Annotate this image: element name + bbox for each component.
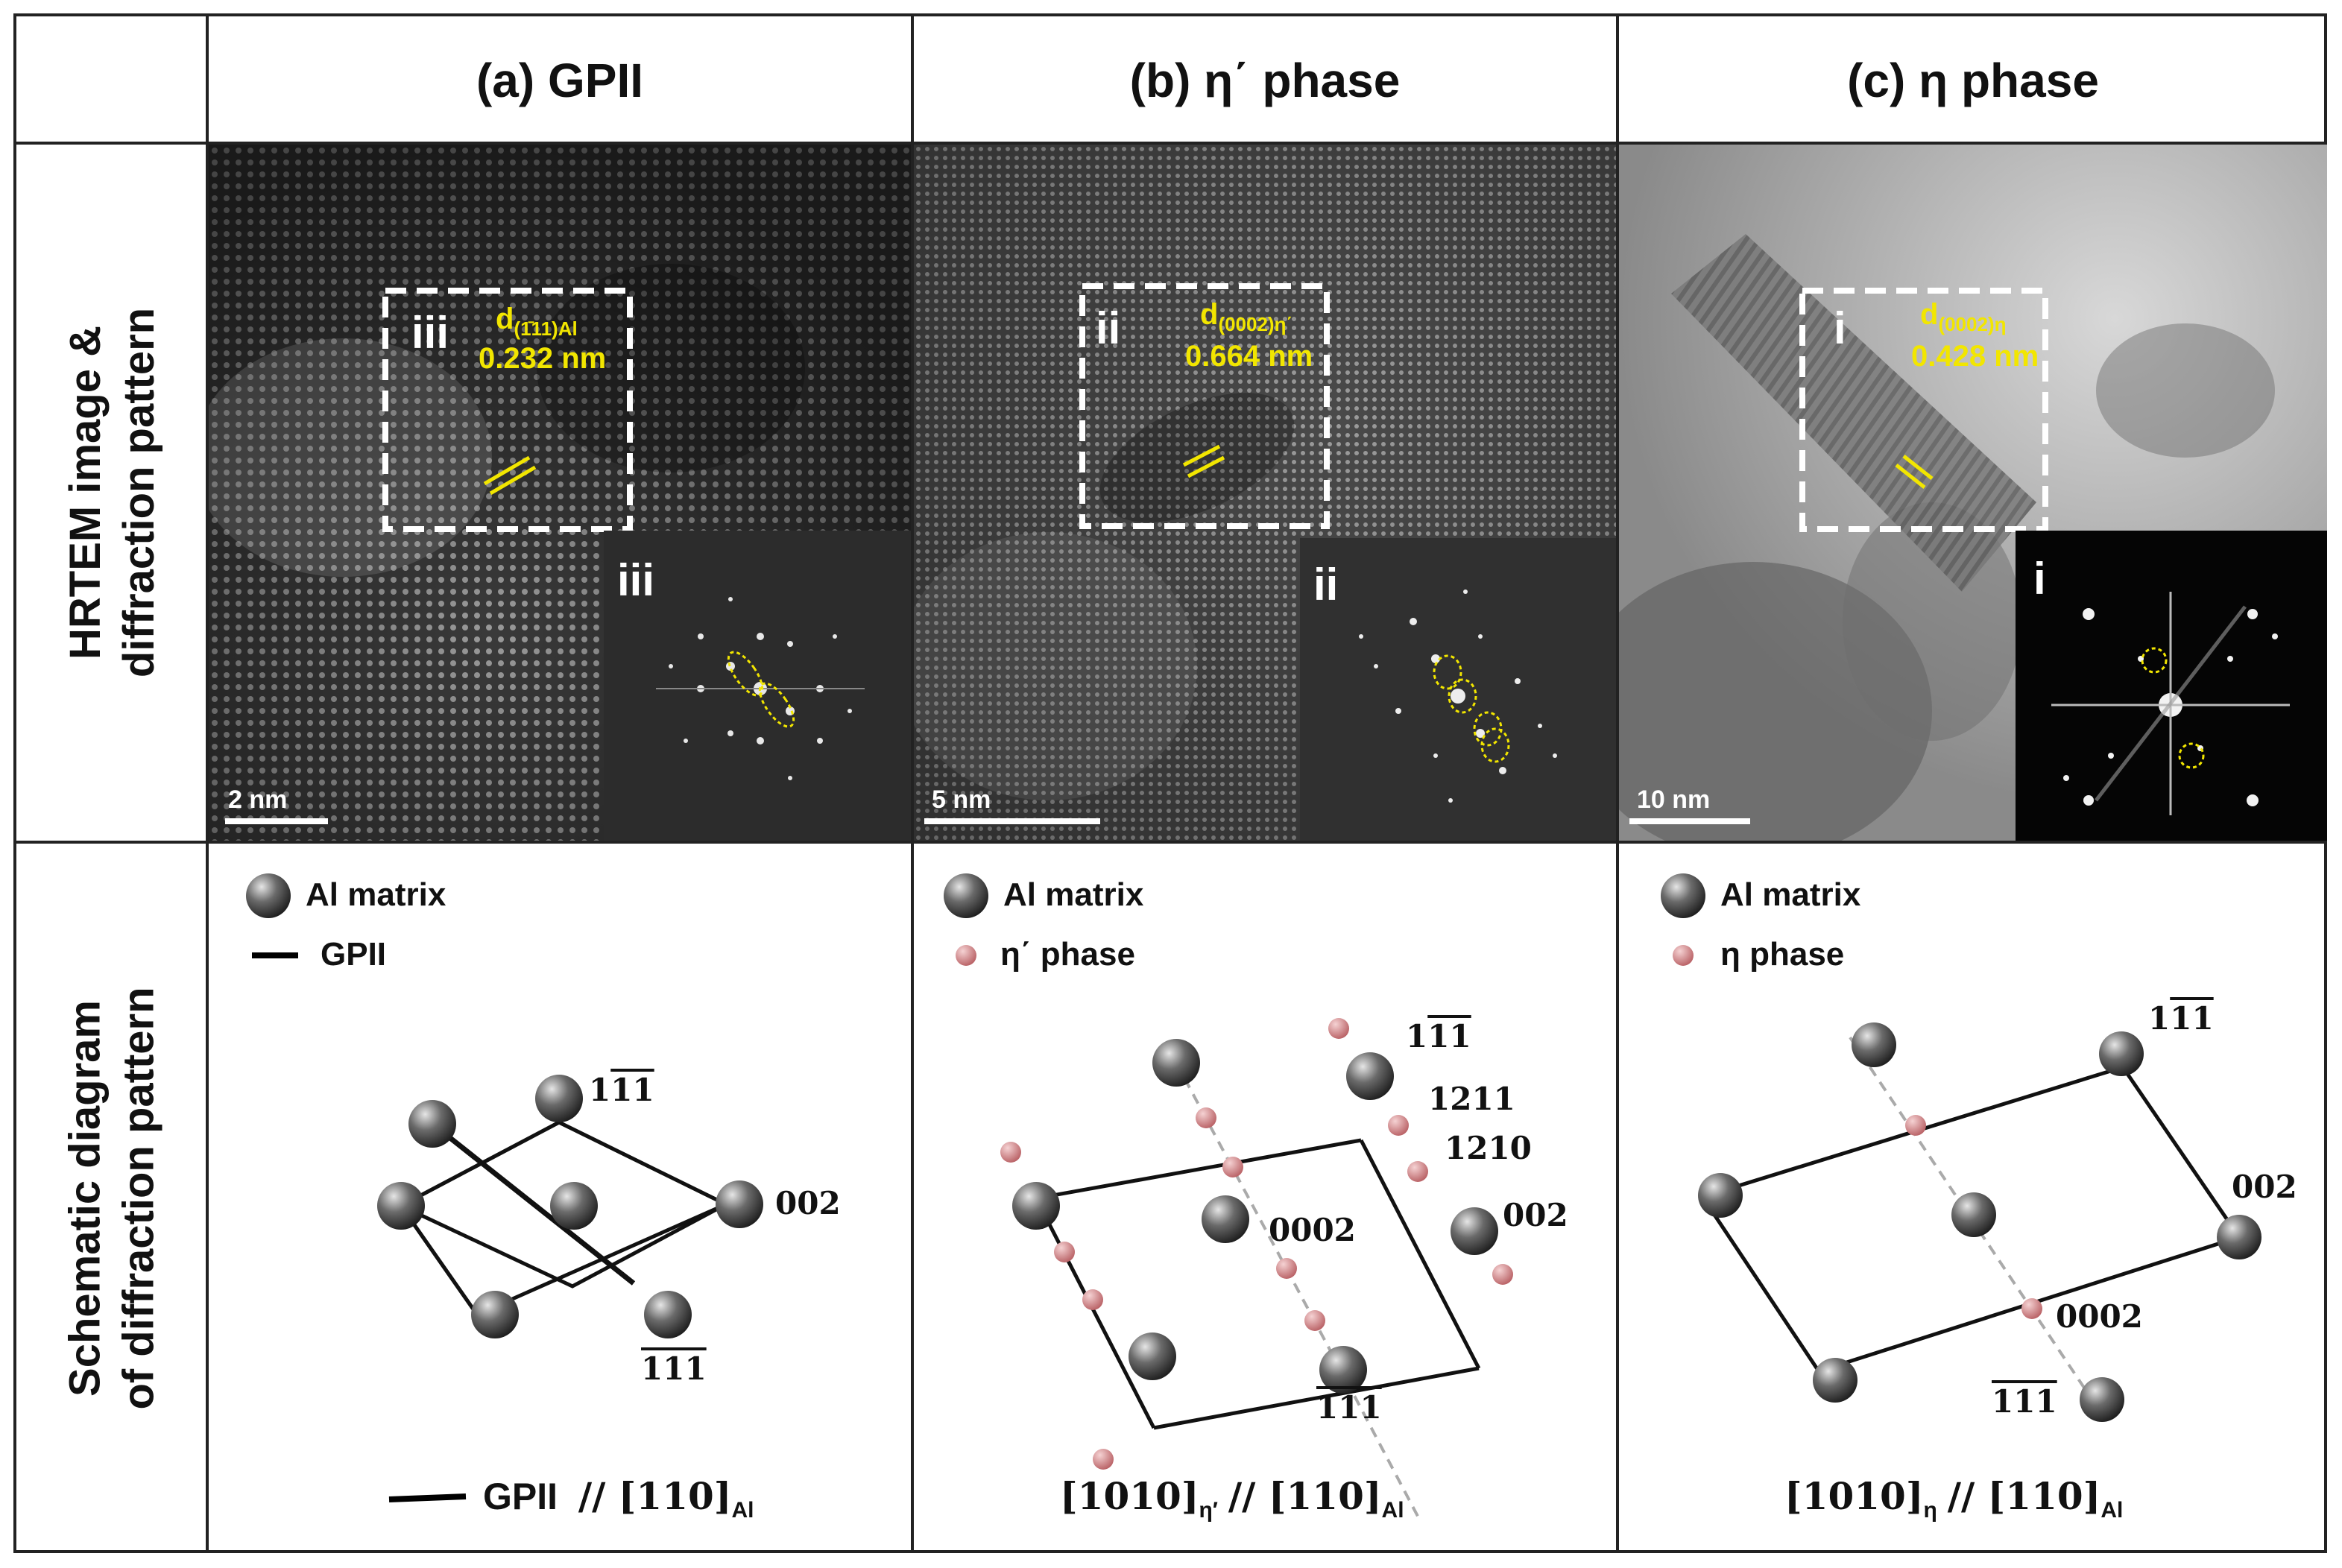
index-label-002: 002 xyxy=(1503,1197,1568,1233)
hrtem-image-a: iii d(1̄11)Al 0.232 nm iii 2 nm xyxy=(209,145,911,841)
grid-divider xyxy=(206,16,209,1550)
grid-divider xyxy=(16,841,2324,844)
fft-label-c: i xyxy=(2033,554,2046,604)
hrtem-image-c: i d(0002)η 0.428 nm i 10 nm xyxy=(1619,145,2327,841)
index-label-1m11: 111 xyxy=(589,1072,654,1108)
fft-label-a: iii xyxy=(617,555,655,605)
index-label-0002: 0002 xyxy=(1269,1212,1356,1248)
index-label-0002: 0002 xyxy=(2056,1298,2143,1335)
row-label-schematic: Schematic diagram of diffraction pattern xyxy=(16,844,209,1553)
legend-atom-icon xyxy=(246,873,291,918)
hrtem-image-b: ii d(0002)η΄ 0.664 nm ii 5 nm xyxy=(914,145,1616,841)
index-label-12m11m: 1211 xyxy=(1428,1081,1515,1117)
index-label-1m11: 111 xyxy=(2148,1000,2214,1037)
caption-b: [1010]η′ // [110]Al xyxy=(1060,1474,1404,1523)
column-header-c: (c) η phase xyxy=(1847,54,2099,107)
legend-phase-icon xyxy=(956,945,976,966)
grid-divider xyxy=(16,142,2324,145)
legend-phase-label: η΄ phase xyxy=(1000,936,1135,973)
d-spacing-value-c: 0.428 nm xyxy=(1911,340,2039,373)
caption-a: GPII // [110]Al xyxy=(483,1474,754,1523)
legend-matrix-label: Al matrix xyxy=(306,876,446,913)
index-label-m111: 111 xyxy=(1992,1383,2057,1420)
fft-label-b: ii xyxy=(1313,560,1339,610)
legend-phase-label: η phase xyxy=(1720,936,1845,973)
scale-label-c: 10 nm xyxy=(1637,785,1711,814)
caption-c: [1010]η // [110]Al xyxy=(1784,1474,2124,1523)
index-label-12m10: 1210 xyxy=(1445,1130,1532,1166)
column-header-b: (b) η΄ phase xyxy=(1129,54,1401,107)
caption-line-icon xyxy=(388,1493,467,1502)
legend-atom-icon xyxy=(944,873,988,918)
region-box-a xyxy=(382,288,633,532)
legend-phase-label: GPII xyxy=(321,936,387,973)
region-box-b xyxy=(1079,283,1330,529)
row-label-line: diffraction pattern xyxy=(115,307,164,678)
phase-particles-b xyxy=(1196,1018,1349,1331)
schematic-a: Al matrix GPII 111 002 111 GPII // [110]… xyxy=(209,844,911,1553)
row-label-line: HRTEM image & xyxy=(61,326,110,660)
index-label-1m11: 111 xyxy=(1406,1018,1471,1055)
scale-label-b: 5 nm xyxy=(932,785,991,814)
legend-phase-icon xyxy=(1673,945,1694,966)
grid-divider xyxy=(911,16,914,1550)
row-label-line: of diffraction pattern xyxy=(115,987,163,1410)
region-box-c xyxy=(1799,288,2048,532)
schematic-c: Al matrix η phase 111 002 0002 111 [1010… xyxy=(1619,844,2327,1553)
legend-matrix-label: Al matrix xyxy=(1003,876,1144,913)
d-spacing-label-c: d(0002)η xyxy=(1920,298,2007,335)
grid-divider xyxy=(1616,16,1619,1550)
d-spacing-label-a: d(1̄11)Al xyxy=(496,303,578,340)
schematic-b: Al matrix η΄ phase 111 1211 1210 0002 00… xyxy=(914,844,1616,1553)
column-header-a: (a) GPII xyxy=(476,54,644,107)
row-label-line: Schematic diagram xyxy=(61,1000,110,1397)
index-label-002: 002 xyxy=(775,1185,841,1221)
region-label-a: iii xyxy=(411,308,449,358)
d-spacing-value-b: 0.664 nm xyxy=(1185,340,1313,373)
figure-grid: (a) GPII (b) η΄ phase (c) η phase HRTEM … xyxy=(13,13,2327,1553)
index-label-m111: 111 xyxy=(641,1350,707,1387)
index-label-m111: 111 xyxy=(1316,1389,1382,1426)
scale-label-a: 2 nm xyxy=(228,785,288,814)
legend-matrix-label: Al matrix xyxy=(1720,876,1861,913)
index-label-002: 002 xyxy=(2232,1169,2297,1205)
region-label-c: i xyxy=(1834,303,1846,353)
region-label-b: ii xyxy=(1096,303,1121,353)
d-spacing-label-b: d(0002)η΄ xyxy=(1200,298,1293,335)
fft-spots-b xyxy=(1359,589,1557,803)
d-spacing-value-a: 0.232 nm xyxy=(479,342,607,375)
row-label-hrtem: HRTEM image & diffraction pattern xyxy=(16,145,209,841)
legend-atom-icon xyxy=(1661,873,1705,918)
